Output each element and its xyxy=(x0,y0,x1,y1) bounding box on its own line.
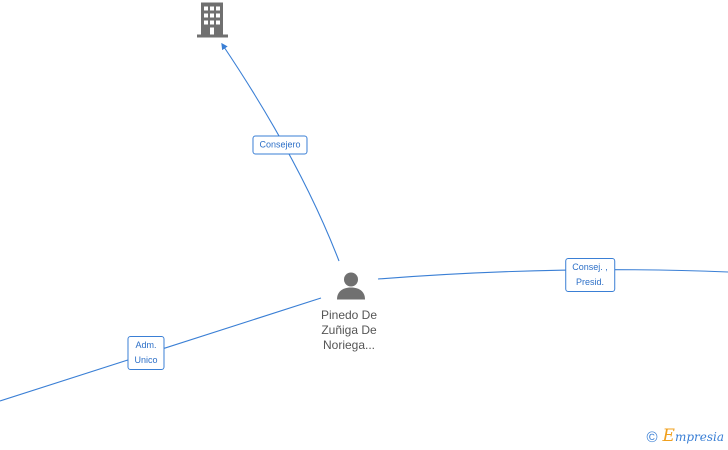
empresia-watermark: © Empresia xyxy=(646,428,724,446)
person-name[interactable]: Pinedo De Zuñiga De Noriega... xyxy=(294,308,404,353)
person-name-line: Noriega... xyxy=(322,338,376,352)
edge-label-text: Presid. xyxy=(575,277,604,287)
person-name-line: Pinedo De xyxy=(320,308,378,322)
building-icon xyxy=(197,2,228,38)
edge-label-text: Consejero xyxy=(259,139,301,150)
person-name-line: Zuñiga De xyxy=(321,323,377,337)
edge-line-consej-presid[interactable] xyxy=(377,269,728,280)
brand-logo-initial: E xyxy=(662,426,675,446)
copyright-symbol: © xyxy=(646,428,658,446)
person-icon xyxy=(337,272,365,300)
edge-label-text: Adm. xyxy=(135,340,157,350)
edge-label-consej-presid[interactable]: Consej. , Presid. xyxy=(565,258,615,292)
edge-label-text: Consej. , xyxy=(572,262,608,272)
edge-line-consejero[interactable] xyxy=(221,42,340,262)
brand-logo-text: mpresia xyxy=(674,430,724,444)
edge-label-adm-unico[interactable]: Adm. Unico xyxy=(127,336,165,370)
edge-label-consejero[interactable]: Consejero xyxy=(252,135,308,155)
company-node[interactable] xyxy=(196,2,230,44)
edge-label-text: Unico xyxy=(134,355,158,365)
person-node[interactable] xyxy=(336,272,366,305)
brand-logo: Empresia xyxy=(663,428,724,446)
